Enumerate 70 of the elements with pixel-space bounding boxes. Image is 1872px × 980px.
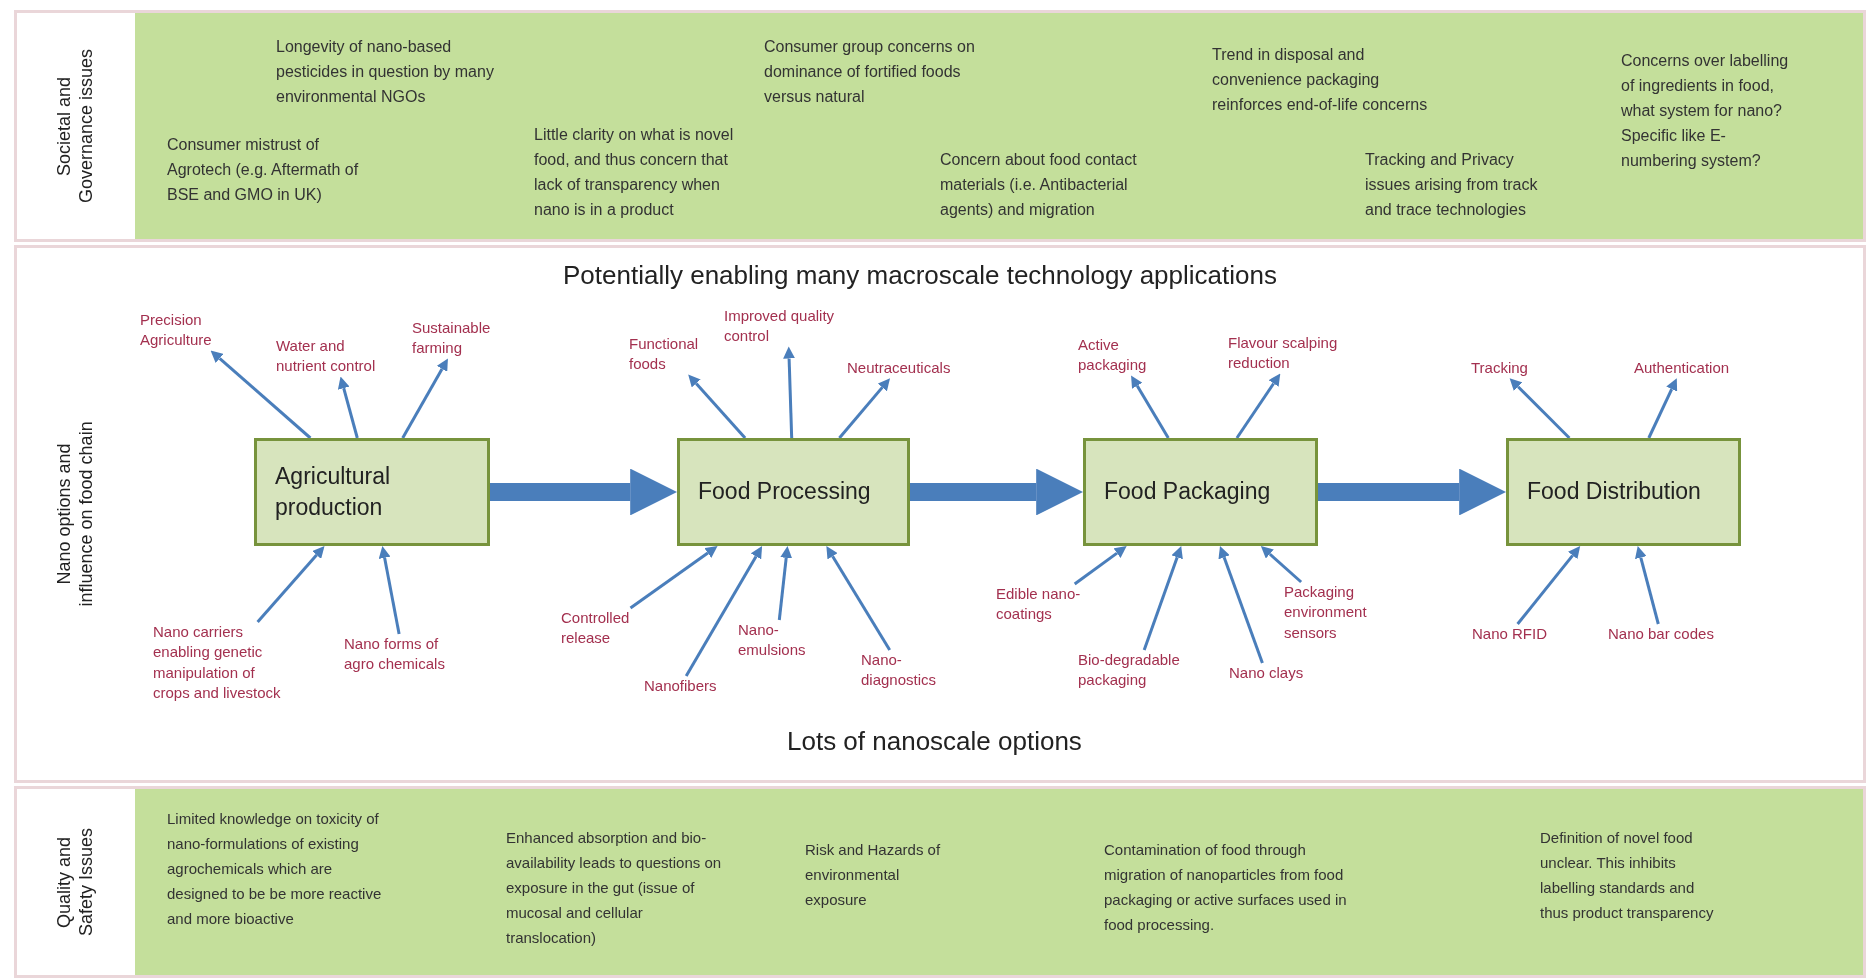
issue-text: Little clarity on what is novel food, and thus concern that lack of transparency when nano is in a product [534, 125, 735, 220]
arrow [256, 546, 325, 623]
arrow [378, 546, 401, 635]
arrow [1218, 546, 1264, 664]
issue-text: Trend in disposal and convenience packaging reinforces end-of-life concerns [1212, 45, 1429, 115]
application-label: Neutraceuticals [847, 358, 951, 379]
row-heading: Societal and Governance issues [52, 47, 97, 206]
issue-text: Limited knowledge on toxicity of nano-formulations of existing agrochemicals which are designed to be be more reactive and more bioactive [167, 809, 383, 929]
option-label: Nano- diagnostics [861, 650, 943, 691]
issue-text: Definition of novel food unclear. This inhibits labelling standards and thus product transparency [1540, 828, 1715, 923]
option-label: Nano RFID [1472, 624, 1548, 645]
issue-text: Consumer mistrust of Agrotech (e.g. Aftermath of BSE and GMO in UK) [167, 135, 360, 205]
arrow [777, 545, 793, 621]
option-label: Nanofibers [644, 676, 717, 697]
block-arrow [1318, 468, 1506, 516]
arrow [401, 358, 448, 439]
arrow [684, 546, 763, 677]
row-heading: Nano options and influence on food chain [52, 420, 97, 609]
issue-text: Concerns over labelling of ingredients in food, what system for nano? Specific like E- numbering system? [1621, 51, 1790, 171]
block-arrow [910, 468, 1083, 516]
process-box: Food Packaging [1083, 438, 1318, 546]
band-row [14, 245, 1866, 783]
application-label: Authentication [1634, 358, 1730, 379]
option-label: Nano bar codes [1608, 624, 1714, 645]
arrow [826, 546, 891, 651]
option-label: Nano carriers enabling genetic manipulation of crops and livestock [153, 622, 291, 703]
arrow [1647, 378, 1678, 439]
arrow [1509, 378, 1571, 440]
application-label: Sustainable farming [412, 318, 507, 359]
option-label: Edible nano-coatings [996, 584, 1098, 625]
arrow [1635, 546, 1660, 625]
option-label: Bio-degradable packaging [1078, 650, 1196, 691]
option-label: Nano- emulsions [738, 620, 816, 661]
arrow [838, 378, 891, 439]
application-label: Precision Agriculture [140, 310, 235, 351]
row-heading: Quality and Safety Issues [52, 826, 97, 939]
arrow [629, 546, 718, 610]
issue-text: Longevity of nano-based pesticides in question by many environmental NGOs [276, 37, 495, 107]
application-label: Improved quality control [724, 306, 852, 347]
arrow [337, 376, 359, 439]
arrow [688, 374, 747, 439]
issue-text: Consumer group concerns on dominance of fortified foods versus natural [764, 37, 976, 107]
arrow [783, 346, 796, 439]
application-label: Tracking [1471, 358, 1528, 379]
process-box: Agricultural production [254, 438, 490, 546]
issue-text: Enhanced absorption and bio-availability leads to questions on exposure in the gut (issue of mucosal and cellular translocation) [506, 828, 723, 948]
issue-text: Contamination of food through migration of nanoparticles from food packaging or active surfaces used in food processing. [1104, 840, 1348, 935]
arrow [1516, 546, 1581, 625]
section-heading: Lots of nanoscale options [787, 726, 1082, 758]
application-label: Flavour scalping reduction [1228, 333, 1360, 374]
option-label: Packaging environment sensors [1284, 582, 1386, 643]
process-box: Food Processing [677, 438, 910, 546]
option-label: Nano forms of agro chemicals [344, 634, 462, 675]
arrow [1073, 546, 1127, 586]
section-heading: Potentially enabling many macroscale technology applications [563, 260, 1277, 292]
arrow [1235, 373, 1281, 439]
issue-text: Concern about food contact materials (i.e. Antibacterial agents) and migration [940, 150, 1138, 220]
arrow [1131, 375, 1170, 439]
arrow [210, 350, 312, 440]
issue-text: Risk and Hazards of environmental exposure [805, 840, 942, 910]
option-label: Controlled release [561, 608, 643, 649]
application-label: Functional foods [629, 334, 711, 375]
arrow [1260, 546, 1303, 584]
block-arrow [490, 468, 677, 516]
application-label: Active packaging [1078, 335, 1160, 376]
option-label: Nano clays [1229, 663, 1304, 684]
arrow [1142, 546, 1183, 651]
process-box: Food Distribution [1506, 438, 1741, 546]
application-label: Water and nutrient control [276, 336, 394, 377]
issue-text: Tracking and Privacy issues arising from track and trace technologies [1365, 150, 1539, 220]
